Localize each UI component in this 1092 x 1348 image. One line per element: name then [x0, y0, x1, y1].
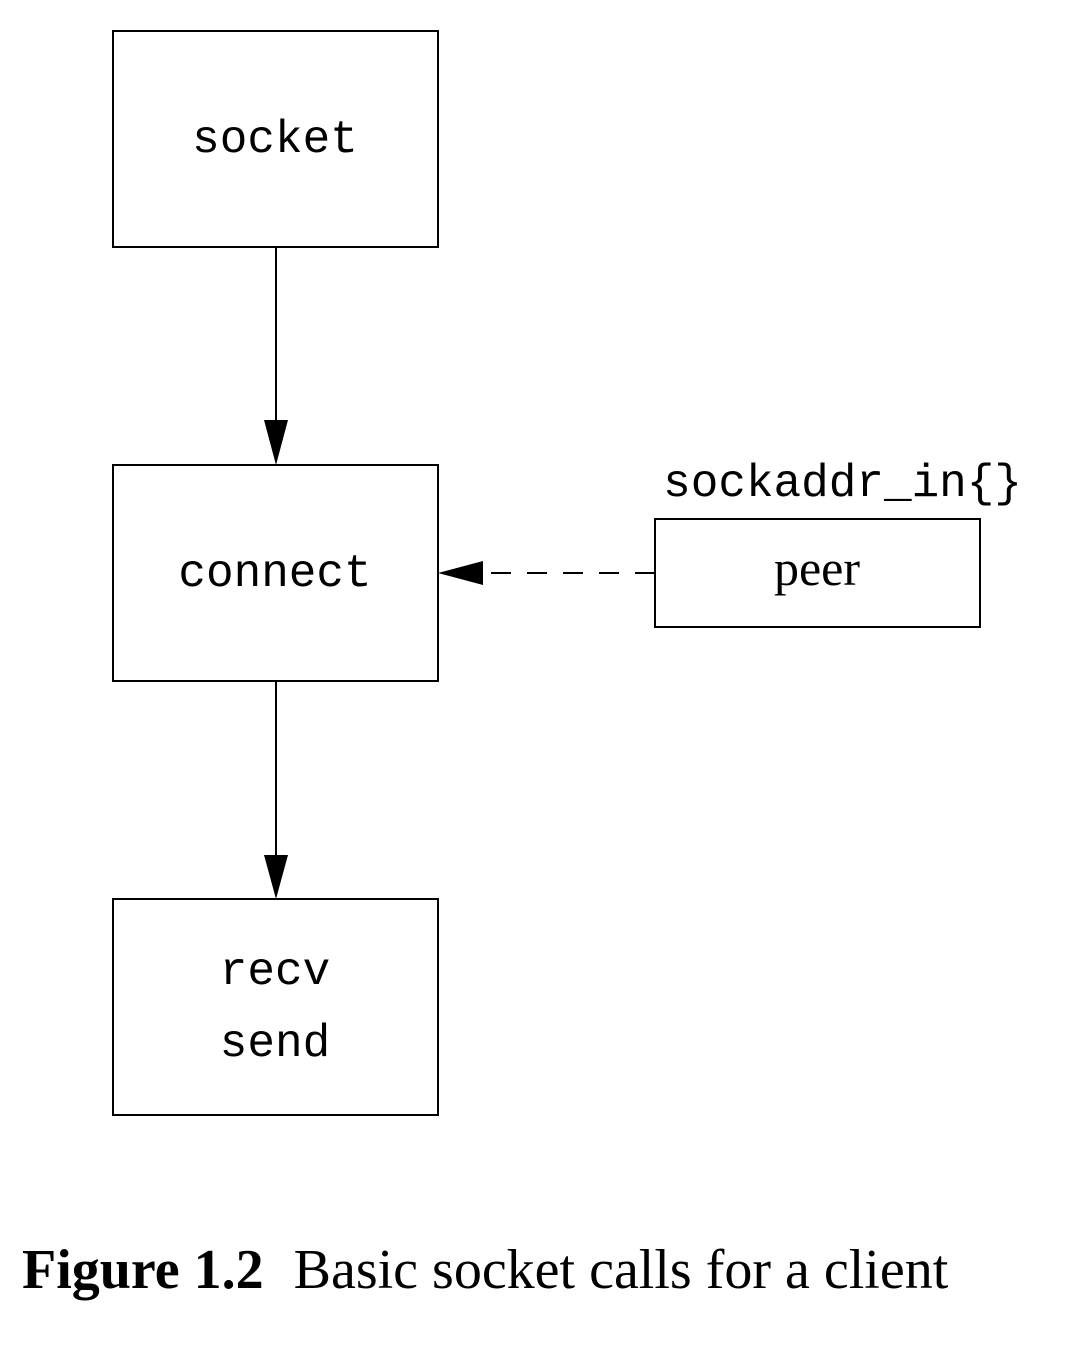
recv-send-node: recv send	[112, 898, 439, 1116]
figure-caption: Figure 1.2 Basic socket calls for a clien…	[22, 1238, 948, 1302]
connect-node: connect	[112, 464, 439, 682]
edge-connect-to-recv-send	[264, 681, 288, 899]
socket-node: socket	[112, 30, 439, 248]
edge-peer-to-connect	[438, 561, 655, 585]
peer-label: peer	[774, 540, 860, 596]
socket-label: socket	[192, 114, 358, 166]
recv-label: recv	[220, 946, 330, 998]
edge-socket-to-connect	[264, 247, 288, 465]
send-label: send	[220, 1018, 330, 1070]
sockaddr-in-struct-label: sockaddr_in{}	[663, 458, 1022, 510]
connect-label: connect	[178, 548, 371, 600]
figure-number: Figure 1.2	[22, 1239, 264, 1301]
figure-caption-text: Basic socket calls for a client	[293, 1239, 949, 1301]
socket-client-diagram: socket connect sockaddr_in{} peer recv s…	[112, 30, 1022, 1116]
peer-node: peer	[654, 518, 981, 628]
